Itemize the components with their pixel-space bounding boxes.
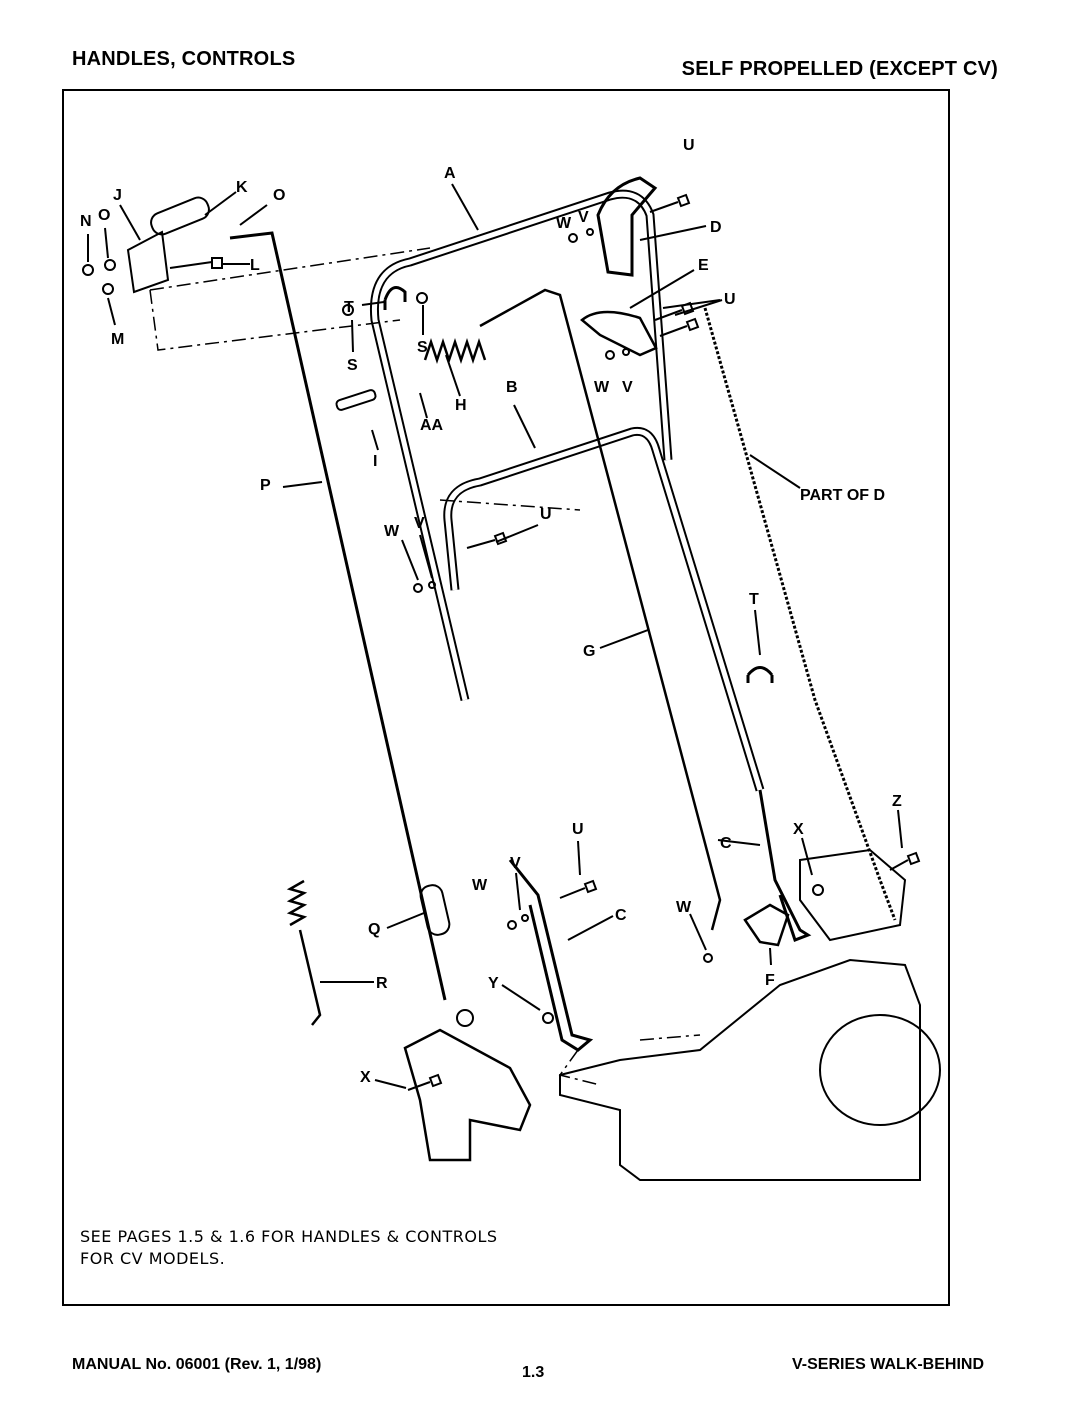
nut-w-lower [507, 920, 517, 930]
label-b: B [506, 379, 518, 396]
label-u-top: U [683, 137, 695, 154]
label-l: L [250, 257, 260, 274]
nut-w-mid [605, 350, 615, 360]
mower-deck [559, 958, 921, 1181]
label-v-lower: V [510, 855, 521, 872]
nut-n [82, 264, 94, 276]
label-a: A [444, 165, 456, 182]
nut-s-right [416, 292, 428, 304]
label-w-mid: W [594, 379, 610, 396]
bracket-e [580, 310, 658, 357]
label-d: D [710, 219, 722, 236]
label-w-handle: W [384, 523, 400, 540]
washer-v-top [586, 228, 594, 236]
label-n: N [80, 213, 92, 230]
label-v-top: V [578, 209, 589, 226]
manual-number: MANUAL No. 06001 (Rev. 1, 1/98) [72, 1356, 322, 1373]
label-q: Q [368, 921, 380, 938]
label-v-handle: V [414, 515, 425, 532]
rod-sleeve-q [419, 884, 451, 936]
page-subtitle: SELF PROPELLED (EXCEPT CV) [681, 58, 998, 80]
lower-handle-b [443, 426, 765, 792]
deck-opening [819, 1014, 941, 1126]
bolt-l [169, 257, 223, 269]
label-u-handle: U [540, 506, 552, 523]
nut-m [102, 283, 114, 295]
spring-r [286, 879, 322, 1026]
label-e: E [698, 257, 709, 274]
bolt-u-lower [559, 879, 598, 899]
page-title: HANDLES, CONTROLS [72, 48, 296, 70]
clip-t-lower [746, 666, 774, 683]
label-c-right: C [720, 835, 732, 852]
label-s-right: S [417, 339, 428, 356]
label-t-lower: T [749, 591, 759, 608]
upper-handle-a [369, 189, 673, 702]
label-w-lower: W [472, 877, 488, 894]
drive-cable [703, 307, 897, 921]
bracket-f [743, 903, 790, 947]
cv-models-note: SEE PAGES 1.5 & 1.6 FOR HANDLES & CONTRO… [80, 1226, 498, 1270]
handle-bracket-c-left [508, 859, 594, 1052]
series-name: V-SERIES WALK-BEHIND [791, 1356, 984, 1373]
drive-rod-g [479, 288, 722, 931]
spring-h [423, 338, 487, 364]
label-p: P [260, 477, 271, 494]
label-v-mid: V [622, 379, 633, 396]
grip-k [150, 196, 210, 236]
washer-v-lower [521, 914, 529, 922]
bolt-u-top [649, 193, 691, 213]
rod-loop [456, 1009, 474, 1027]
label-i: I [373, 453, 377, 470]
label-part-of-d: PART OF D [800, 487, 885, 504]
label-j: J [113, 187, 122, 204]
bolt-z [889, 851, 921, 871]
label-t-upper: T [344, 299, 354, 316]
label-z: Z [892, 793, 902, 810]
label-c-left: C [615, 907, 627, 924]
label-x-right: X [793, 821, 804, 838]
label-u-lower: U [572, 821, 584, 838]
pin-i [335, 389, 377, 411]
nut-w-right [703, 953, 713, 963]
diagram-frame [62, 89, 950, 1306]
label-r: R [376, 975, 388, 992]
label-f: F [765, 972, 775, 989]
bracket-j [126, 230, 170, 294]
bolt-x-lower [407, 1073, 443, 1091]
washer-v-handle [428, 581, 436, 589]
nut-w-top [568, 233, 578, 243]
washer-x [812, 884, 824, 896]
label-u-mid: U [724, 291, 736, 308]
control-rod-p [229, 231, 447, 1001]
label-o-right: O [273, 187, 285, 204]
nut-y [542, 1012, 554, 1024]
label-x-lower: X [360, 1069, 371, 1086]
control-housing-d [596, 176, 658, 277]
height-adjust-plate [403, 1028, 532, 1162]
label-s-left: S [347, 357, 358, 374]
handle-bracket-c-right [758, 789, 812, 942]
label-o-left: O [98, 207, 110, 224]
deck-panel [799, 848, 907, 942]
label-aa: AA [420, 417, 444, 434]
nut-w-handle [413, 583, 423, 593]
label-w-top: W [556, 215, 572, 232]
bolt-u-mid-2 [659, 317, 700, 337]
nut-s-left [342, 304, 354, 316]
washer-o [104, 259, 116, 271]
note-line-2: FOR CV MODELS. [80, 1249, 226, 1268]
note-line-1: SEE PAGES 1.5 & 1.6 FOR HANDLES & CONTRO… [80, 1227, 498, 1246]
label-k: K [236, 179, 248, 196]
label-w-right: W [676, 899, 692, 916]
page-number: 1.3 [522, 1364, 545, 1381]
label-h: H [455, 397, 467, 414]
label-g: G [583, 643, 595, 660]
clip-t-upper [383, 286, 407, 310]
washer-v-mid [622, 348, 630, 356]
label-m: M [111, 331, 124, 348]
label-y: Y [488, 975, 499, 992]
